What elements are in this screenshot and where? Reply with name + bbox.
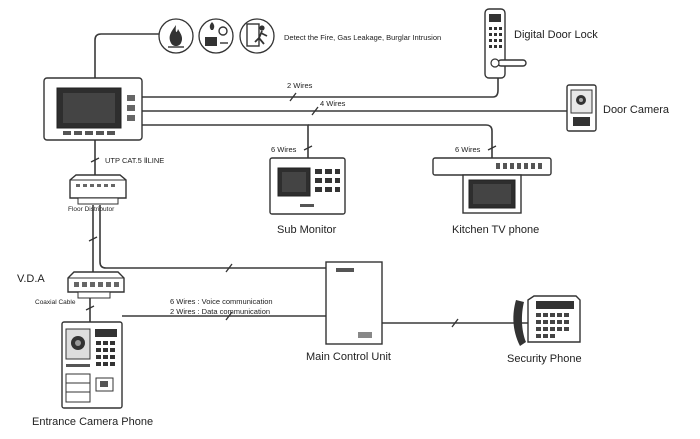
main-control-unit-label: Main Control Unit (306, 351, 391, 363)
six-wires-sub-label: 6 Wires (271, 145, 297, 154)
door-camera (566, 84, 597, 132)
sensor-wire (94, 33, 162, 78)
six-wires-kitchen-label: 6 Wires (455, 145, 481, 154)
floor-distributor (69, 174, 127, 205)
digital-door-lock-label: Digital Door Lock (514, 29, 598, 41)
security-phone (513, 295, 581, 346)
floor-distributor-label: Floor Distributor (68, 206, 115, 213)
four-wires-label: 4 Wires (320, 99, 346, 108)
sub-monitor (269, 157, 346, 215)
main-control-unit (325, 261, 383, 345)
burglar-icon (239, 18, 275, 54)
detect-label: Detect the Fire, Gas Leakage, Burglar In… (284, 33, 441, 42)
two-wires-label: 2 Wires (287, 81, 313, 90)
wires (89, 33, 567, 324)
fire-icon (158, 18, 194, 54)
wire-ticks (85, 92, 497, 328)
coaxial-label: Coaxial Cable (35, 299, 76, 306)
digital-door-lock (484, 8, 527, 79)
vda-label: V.D.A (17, 273, 45, 285)
main-monitor (43, 77, 143, 141)
door-camera-label: Door Camera (603, 104, 670, 116)
vda-device (67, 271, 125, 299)
door-lock-wire (142, 78, 499, 98)
sub-monitor-label: Sub Monitor (277, 224, 337, 236)
entrance-camera-phone-label: Entrance Camera Phone (32, 416, 153, 428)
entrance-camera-phone (61, 321, 123, 409)
kitchen-wire (308, 124, 493, 158)
voice-label: 6 Wires : Voice communication (170, 297, 273, 306)
gas-leak-icon (198, 18, 234, 54)
distributor-mcu-wire (99, 205, 326, 269)
kitchen-tv-phone (432, 157, 552, 214)
data-label: 2 Wires : Data communication (170, 307, 270, 316)
utp-label: UTP CAT.5 ⅡLINE (105, 156, 164, 165)
kitchen-tv-phone-label: Kitchen TV phone (452, 224, 539, 236)
security-phone-label: Security Phone (507, 353, 582, 365)
